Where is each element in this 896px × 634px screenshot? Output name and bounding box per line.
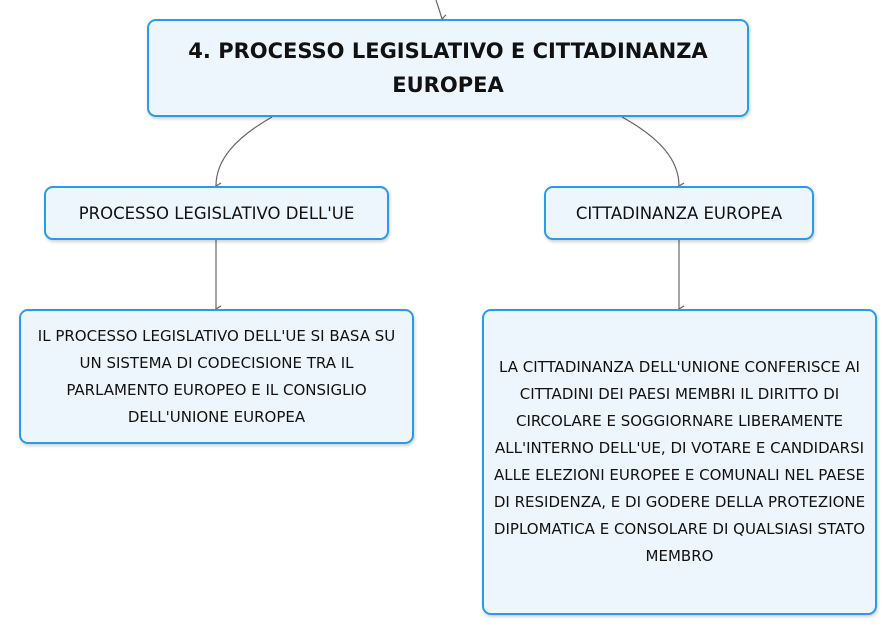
connector-root-to-legislativo [216,116,273,186]
connector-incoming-root [435,0,442,19]
detail-node-cittadinanza-europea[interactable]: LA CITTADINANZA DELL'UNIONE CONFERISCE A… [482,309,877,615]
root-topic-title: 4. PROCESSO LEGISLATIVO E CITTADINANZA E… [188,39,708,97]
topic-label-cittadinanza-europea: CITTADINANZA EUROPEA [575,203,783,223]
root-topic-node[interactable]: 4. PROCESSO LEGISLATIVO E CITTADINANZA E… [147,19,749,117]
connector-root-to-cittadinanza [621,116,679,186]
topic-node-cittadinanza-europea[interactable]: CITTADINANZA EUROPEA [544,186,814,240]
detail-node-processo-legislativo[interactable]: IL PROCESSO LEGISLATIVO DELL'UE SI BASA … [19,309,414,444]
topic-node-processo-legislativo[interactable]: PROCESSO LEGISLATIVO DELL'UE [44,186,389,240]
detail-text-processo-legislativo: IL PROCESSO LEGISLATIVO DELL'UE SI BASA … [37,326,396,426]
topic-label-processo-legislativo: PROCESSO LEGISLATIVO DELL'UE [78,203,355,223]
detail-text-cittadinanza-europea: LA CITTADINANZA DELL'UNIONE CONFERISCE A… [493,358,866,565]
